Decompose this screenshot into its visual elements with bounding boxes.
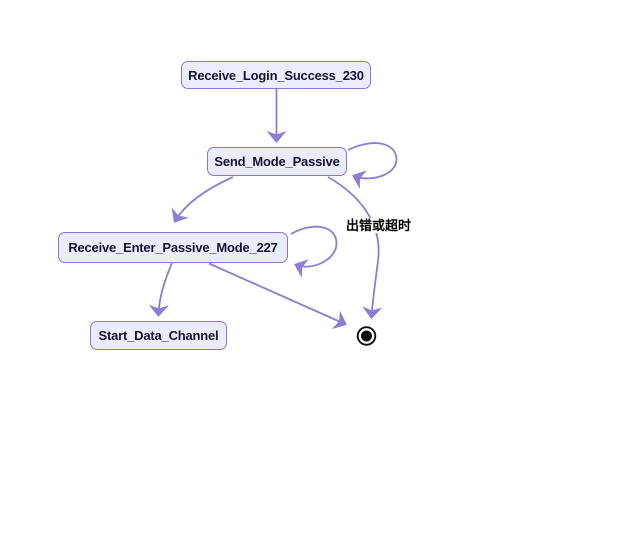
edge-receive-enter-passive-to-start-data-channel: [148, 262, 173, 317]
final-state: [356, 326, 377, 346]
state-node-start-data-channel: Start_Data_Channel: [90, 321, 227, 350]
state-node-receive-enter-passive-mode-227: Receive_Enter_Passive_Mode_227: [58, 232, 288, 263]
state-node-send-mode-passive: Send_Mode_Passive: [207, 147, 347, 176]
edge-send-mode-passive-self-loop: [347, 142, 398, 189]
final-state-inner-dot: [361, 330, 372, 342]
state-node-receive-login-success-230: Receive_Login_Success_230: [181, 61, 371, 89]
edge-label-error-or-timeout: 出错或超时: [345, 218, 413, 233]
edge-receive-enter-passive-self-loop: [290, 225, 338, 278]
edge-error-timeout-to-final: [327, 176, 383, 319]
edge-send-mode-passive-to-receive-enter-passive: [171, 176, 234, 223]
edge-receive-enter-passive-to-final: [208, 262, 347, 330]
